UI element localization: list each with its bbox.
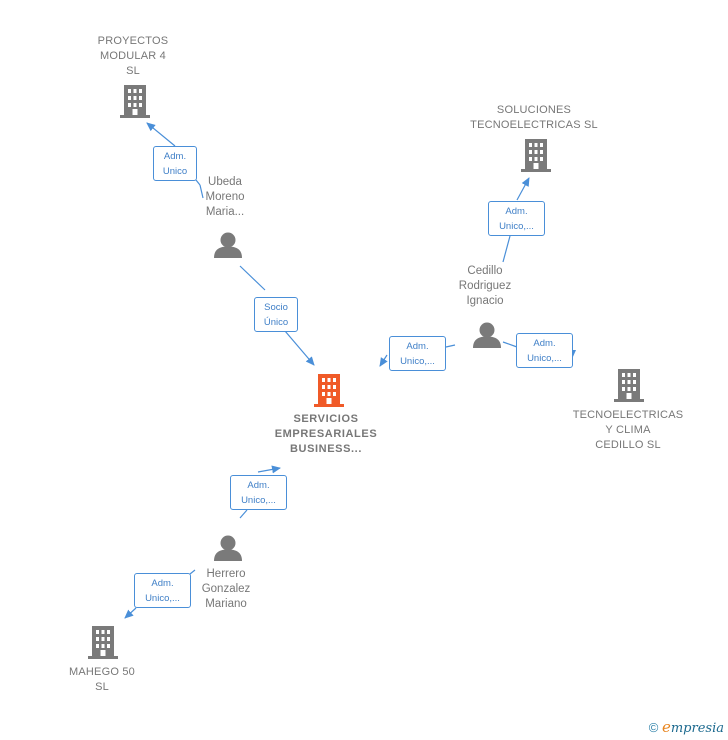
edge-box-cedillo-tecno[interactable]: Adm. Unico,... [516, 333, 573, 368]
soluciones-building-icon[interactable] [521, 139, 551, 172]
ubeda-label[interactable]: Ubeda Moreno Maria... [205, 176, 245, 218]
copyright-symbol: © [648, 720, 659, 735]
herrero-label[interactable]: Herrero Gonzalez Mariano [201, 568, 251, 610]
cedillo-person-icon[interactable] [473, 322, 501, 349]
edge-box-ubeda-servicios[interactable]: Socio Único [254, 297, 298, 332]
brand-footer: © empresia [649, 718, 724, 736]
edge-cedillo-soluciones [502, 178, 529, 263]
tecnoelectricas-building-icon[interactable] [614, 369, 644, 402]
edge-box-ubeda-proyectos[interactable]: Adm. Unico [153, 146, 197, 181]
edge-ubeda-proyectos [147, 123, 204, 199]
edge-cedillo-servicios [380, 344, 456, 366]
tecnoelectricas-label[interactable]: TECNOELECTRICAS Y CLIMA CEDILLO SL [572, 409, 684, 451]
edge-herrero-servicios [239, 468, 280, 519]
edge-box-cedillo-soluciones[interactable]: Adm. Unico,... [488, 201, 545, 236]
ubeda-person-icon[interactable] [214, 232, 242, 259]
edge-box-cedillo-servicios[interactable]: Adm. Unico,... [389, 336, 446, 371]
cedillo-label[interactable]: Cedillo Rodriguez Ignacio [458, 265, 512, 307]
brand-logo-e: e [661, 718, 671, 736]
herrero-person-icon[interactable] [214, 535, 242, 562]
edge-box-herrero-mahego[interactable]: Adm. Unico,... [134, 573, 191, 608]
proyectos-label[interactable]: PROYECTOS MODULAR 4 SL [97, 35, 169, 77]
servicios-label[interactable]: SERVICIOS EMPRESARIALES BUSINESS... [274, 413, 378, 455]
brand-logo-text: mpresia [670, 721, 724, 736]
proyectos-building-icon[interactable] [120, 85, 150, 118]
mahego-label[interactable]: MAHEGO 50 SL [69, 666, 135, 693]
soluciones-label[interactable]: SOLUCIONES TECNOELECTRICAS SL [470, 104, 598, 131]
edge-ubeda-servicios [239, 265, 314, 365]
edge-ubeda-proyectos-seg [195, 179, 201, 186]
servicios-building-icon[interactable] [314, 374, 344, 407]
edge-box-herrero-servicios[interactable]: Adm. Unico,... [230, 475, 287, 510]
edge-herrero-mahego [125, 569, 196, 618]
mahego-building-icon[interactable] [88, 626, 118, 659]
